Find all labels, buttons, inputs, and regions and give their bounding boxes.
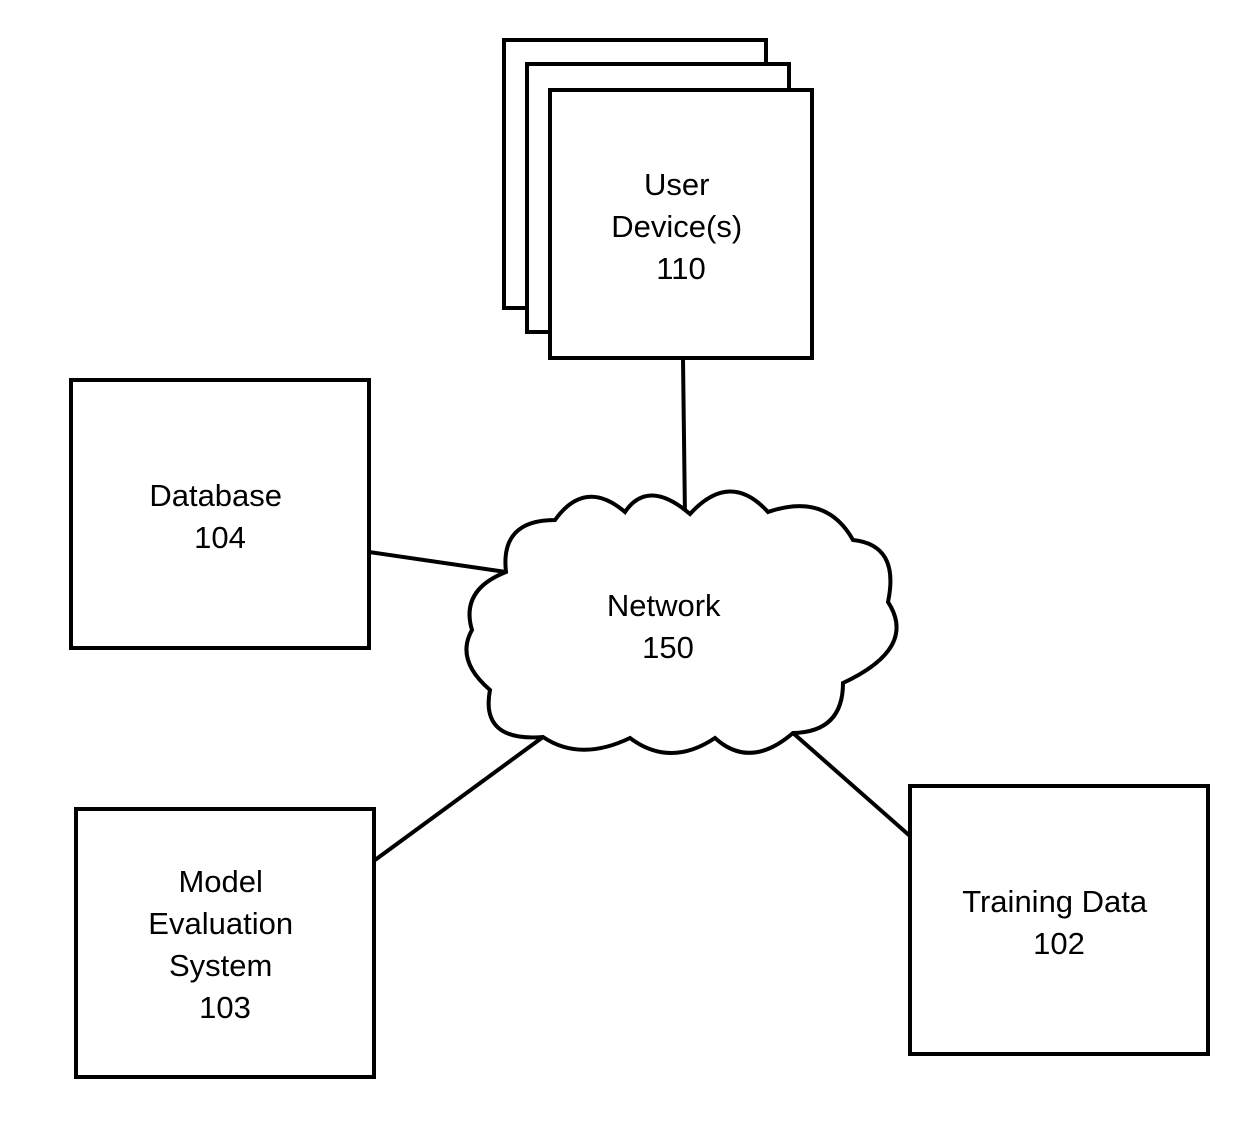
database-node: Database 104	[71, 380, 369, 648]
database-label-line-2: 104	[194, 520, 246, 555]
training-data-node: Training Data 102	[910, 786, 1208, 1054]
user-devices-label-line-3: 110	[656, 251, 705, 286]
network-label-line-2: 150	[642, 630, 694, 665]
user-devices-node: User Device(s) 110	[504, 40, 812, 358]
database-box	[71, 380, 369, 648]
model-evaluation-node: Model Evaluation System 103	[76, 809, 374, 1077]
edge-user-devices-network	[683, 359, 685, 518]
user-devices-label-line-2: Device(s)	[611, 209, 742, 244]
training-data-label-line-1: Training Data	[962, 884, 1148, 919]
user-devices-label-line-1: User	[644, 167, 709, 202]
edge-training-data-network	[793, 733, 910, 836]
model-evaluation-label-line-3: System	[169, 948, 272, 983]
edge-database-network	[369, 552, 506, 572]
training-data-label-line-2: 102	[1033, 926, 1085, 961]
network-node: Network 150	[466, 491, 896, 753]
edge-model-evaluation-network	[375, 737, 543, 860]
model-evaluation-label-line-2: Evaluation	[148, 906, 293, 941]
database-label-line-1: Database	[149, 478, 282, 513]
model-evaluation-label-line-1: Model	[178, 864, 262, 899]
training-data-box	[910, 786, 1208, 1054]
model-evaluation-box	[76, 809, 374, 1077]
network-label-line-1: Network	[607, 588, 721, 623]
model-evaluation-label-line-4: 103	[199, 990, 251, 1025]
